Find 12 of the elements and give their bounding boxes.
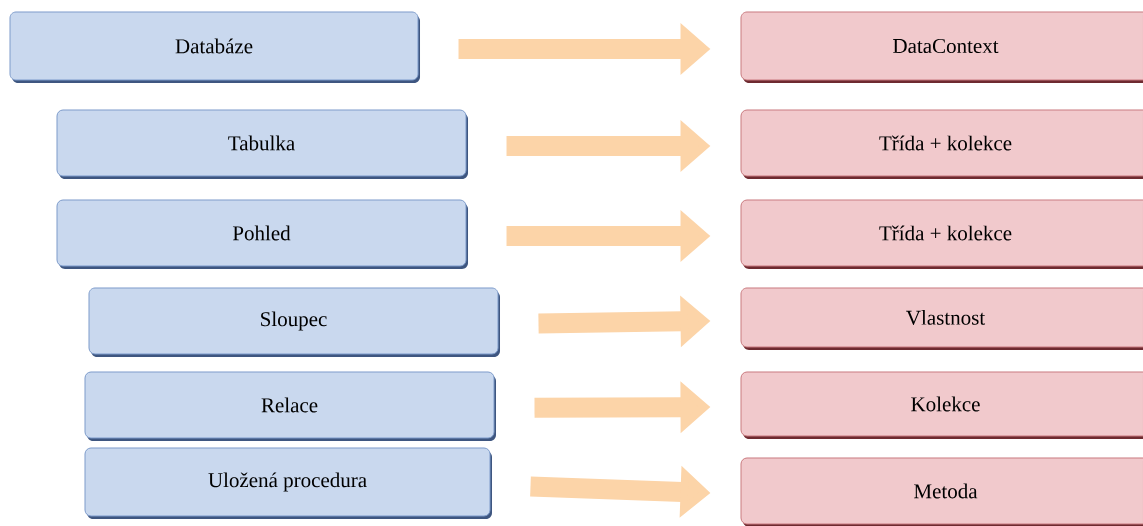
target-box: DataContext: [740, 11, 1143, 83]
source-box: Pohled: [56, 199, 468, 269]
source-box: Relace: [84, 371, 496, 441]
target-box: Kolekce: [740, 371, 1143, 439]
source-box: Uložená procedura: [84, 447, 492, 519]
source-box: Tabulka: [56, 109, 468, 179]
source-box: Sloupec: [88, 287, 500, 357]
target-box: Vlastnost: [740, 287, 1143, 350]
source-box: Databáze: [9, 11, 420, 83]
target-box: Metoda: [740, 457, 1143, 526]
target-box: Třída + kolekce: [740, 109, 1143, 179]
target-box: Třída + kolekce: [740, 199, 1143, 269]
